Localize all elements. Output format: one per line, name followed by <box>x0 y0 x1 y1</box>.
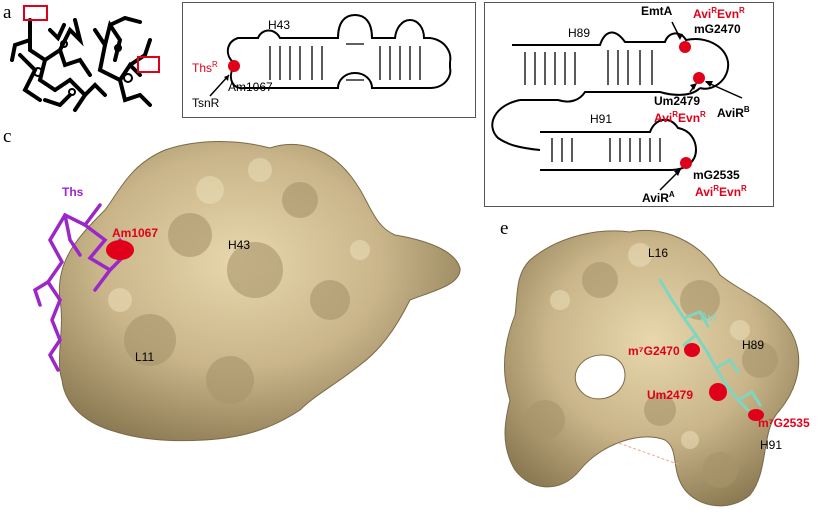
panel-b-site-label: Am1067 <box>228 80 273 94</box>
panel-d-red2-sup2: R <box>700 110 706 119</box>
panel-d-red1-avi: Avi <box>693 7 712 21</box>
panel-d-helix-bottom-label: H91 <box>590 112 613 126</box>
panel-c-ligand-label: Ths <box>62 185 84 199</box>
panel-b-helix-label: H43 <box>268 18 291 32</box>
site-m7g2535-marker <box>748 409 764 421</box>
panel-d-red-label-1: AviREvnR <box>693 6 745 21</box>
site-m7g2470-marker <box>684 343 700 357</box>
panel-c-site-label: Am1067 <box>112 226 159 240</box>
panel-e-ligand-label: Avi <box>700 310 717 324</box>
panel-d-red2-evn: Evn <box>678 111 701 125</box>
panel-c-protein-label: L11 <box>135 350 155 364</box>
panel-d-avir-a-name: AviR <box>642 191 669 205</box>
panel-d-red2-sup1: R <box>672 110 679 119</box>
panel-d-red3-sup2: R <box>741 184 747 193</box>
panel-d-frame <box>484 2 774 207</box>
panel-e-protein-label: L16 <box>648 246 669 260</box>
panel-letter-e: e <box>500 218 509 239</box>
panel-a-highlight-box-2 <box>137 56 160 73</box>
site-am1067-marker <box>228 60 240 72</box>
panel-d-site-1-label: mG2470 <box>694 22 741 36</box>
panel-e-rna-surface <box>504 229 800 507</box>
panel-b-resistance-sup: R <box>212 60 218 69</box>
panel-d-helix-top-label: H89 <box>568 26 591 40</box>
panel-d-avir-b-name: AviR <box>717 106 744 120</box>
panel-d-avir-a-sup: A <box>668 190 675 199</box>
panel-d-red3-sup1: R <box>713 184 720 193</box>
panel-d-avir-a-label: AviRA <box>642 190 675 205</box>
panel-e-site-1-label: m⁷G2470 <box>628 344 680 358</box>
panel-d-avir-b-sup: B <box>743 105 750 114</box>
panel-e-helix-bottom-label: H91 <box>760 438 783 452</box>
panel-d-red2-avi: Avi <box>654 111 673 125</box>
panel-letter-c: c <box>3 126 12 147</box>
panel-b-gene-label: TsnR <box>192 96 220 110</box>
panel-d-red1-sup2: R <box>739 6 745 15</box>
site-um2479-marker <box>693 72 705 84</box>
panel-d-red1-evn: Evn <box>717 7 740 21</box>
panel-d-red3-evn: Evn <box>719 185 742 199</box>
panel-e-avi-ligand <box>658 278 762 412</box>
panel-d-avir-b-label: AviRB <box>717 105 750 120</box>
panel-b-resistance-name: Ths <box>192 61 213 75</box>
site-am1067-surface-marker <box>106 240 134 260</box>
panel-d-red1-sup1: R <box>711 6 718 15</box>
panel-a-highlight-box-1 <box>23 5 48 21</box>
site-mg2535-marker <box>680 157 692 169</box>
panel-d-red-label-3: AviREvnR <box>695 184 747 199</box>
panel-letter-a: a <box>3 2 12 23</box>
panel-d-red3-avi: Avi <box>695 185 714 199</box>
panel-c-helix-label: H43 <box>228 238 251 252</box>
panel-e-site-3-label: m⁷G2535 <box>758 416 810 430</box>
panel-b-resistance-label: ThsR <box>192 60 218 75</box>
panel-d-red-label-2: AviREvnR <box>654 110 706 125</box>
panel-e-helix-top-label: H89 <box>742 338 765 352</box>
panel-d-enzyme-label: EmtA <box>641 4 673 18</box>
site-mg2470-marker <box>679 41 691 53</box>
panel-e-site-2-label: Um2479 <box>647 388 694 402</box>
site-um2479-surface-marker <box>709 383 727 401</box>
panel-d-site-3-label: mG2535 <box>693 168 740 182</box>
panel-d-site-2-label: Um2479 <box>654 94 701 108</box>
